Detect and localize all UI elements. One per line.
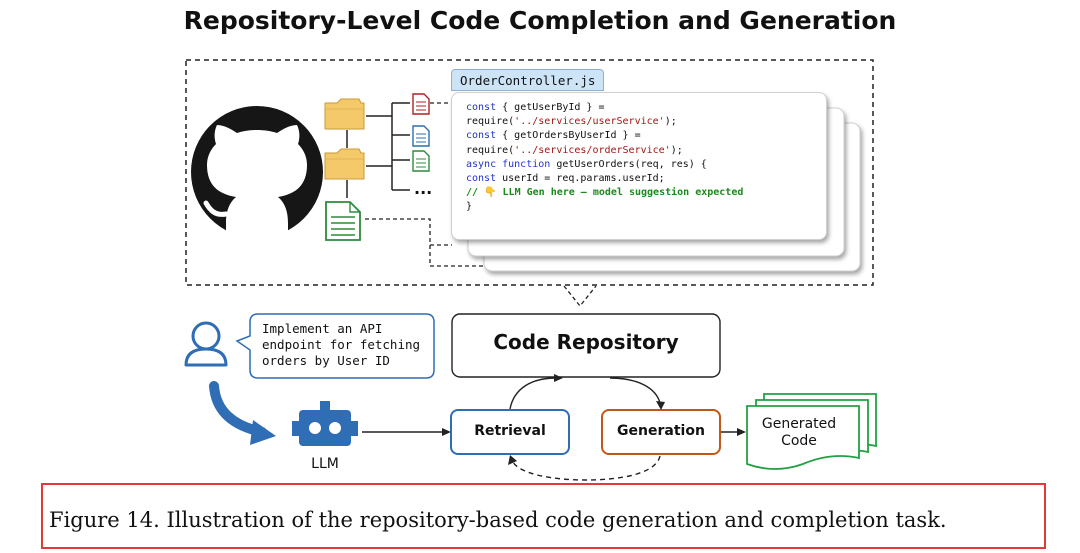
code-line: async function getUserOrders(req, res) { xyxy=(466,158,707,170)
code-repository-box xyxy=(451,313,721,378)
llm-label: LLM xyxy=(311,456,339,472)
code-line: } xyxy=(466,201,473,213)
generated-code-icon xyxy=(746,393,877,470)
generation-label: Generation xyxy=(617,423,705,439)
code-line: const { getUserById } = xyxy=(466,102,605,113)
robot-icon xyxy=(292,401,358,446)
folder-icon xyxy=(324,148,365,180)
llm-gen-comment: // 👇 LLM Gen here – model suggestion exp… xyxy=(466,187,744,199)
code-line: require('../services/orderService'); xyxy=(466,144,683,156)
request-line: Implement an API xyxy=(262,321,383,336)
generated-code-line: Code xyxy=(781,433,817,449)
user-icon xyxy=(184,321,228,367)
green-document-icon xyxy=(412,150,430,172)
repository-dashed-frame xyxy=(185,59,874,286)
user-request-text: Implement an API endpoint for fetching o… xyxy=(262,321,420,369)
request-speech-bubble xyxy=(235,313,435,379)
file-tab-ordercontroller: OrderController.js xyxy=(451,69,605,91)
code-line: const userId = req.params.userId; xyxy=(466,173,665,185)
retrieval-label: Retrieval xyxy=(474,423,546,439)
red-document-icon xyxy=(412,93,430,115)
generated-code-label: Generated Code xyxy=(747,416,851,450)
diagram-title: Repository-Level Code Completion and Gen… xyxy=(183,6,897,35)
blue-document-icon xyxy=(412,125,430,147)
retrieval-box xyxy=(450,409,570,455)
code-line: const { getOrdersByUserId } = xyxy=(466,130,641,142)
code-line: require('../services/userService'); xyxy=(466,116,677,128)
figure-caption: Figure 14. Illustration of the repositor… xyxy=(49,508,947,532)
more-files-ellipsis: ... xyxy=(414,179,432,198)
generated-code-line: Generated xyxy=(761,416,837,432)
code-repository-label: Code Repository xyxy=(493,330,679,354)
folder-icon xyxy=(324,98,365,130)
request-line: endpoint for fetching xyxy=(262,337,421,352)
code-snippet-card: const { getUserById } = require('../serv… xyxy=(451,92,827,240)
large-document-icon xyxy=(325,201,361,241)
caption-highlight-box xyxy=(41,483,1046,549)
github-icon xyxy=(191,106,323,238)
request-line: orders by User ID xyxy=(262,353,390,368)
